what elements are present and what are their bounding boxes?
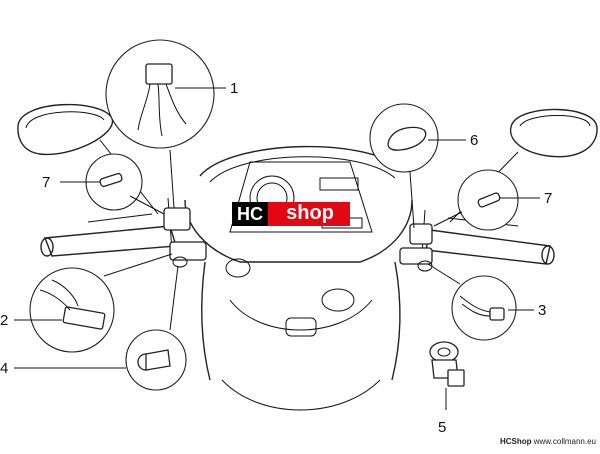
right-switch-housing bbox=[409, 223, 433, 245]
part-4-leader bbox=[169, 265, 179, 331]
part-6-leader bbox=[409, 171, 415, 229]
part-5-ignition: 5 bbox=[429, 341, 465, 436]
logo-hc-text: HC bbox=[232, 202, 268, 226]
part-7-left-leader bbox=[129, 195, 165, 215]
legshield-left bbox=[201, 261, 211, 381]
right-mirror-glass bbox=[519, 115, 591, 127]
central-emblem bbox=[285, 317, 317, 337]
part-3-plug bbox=[489, 307, 505, 321]
headlight-housing bbox=[184, 199, 413, 263]
part-4-socket: 4 bbox=[0, 265, 187, 391]
left-switch-lower bbox=[169, 241, 207, 261]
floor-contour bbox=[221, 379, 381, 411]
part-1-detail-circle bbox=[105, 39, 215, 149]
part-2-switch-body bbox=[62, 306, 106, 330]
part-5-connector bbox=[447, 369, 465, 387]
callout-1: 1 bbox=[230, 80, 238, 97]
part-1-switch: 1 bbox=[105, 39, 238, 209]
left-grip-end bbox=[40, 237, 54, 257]
part-7-left-bulb-body bbox=[99, 172, 123, 188]
right-mirror bbox=[509, 108, 598, 158]
part-3-leader bbox=[427, 263, 461, 285]
footer-url: www.collmann.eu bbox=[533, 437, 596, 446]
part-6-lens-body bbox=[387, 126, 427, 151]
left-grip bbox=[44, 225, 177, 257]
part-1-wire-c bbox=[165, 83, 187, 125]
legshield-contour bbox=[229, 299, 373, 331]
part-2-wire-b bbox=[51, 279, 79, 307]
logo-shop-text: shop bbox=[286, 202, 334, 224]
legshield-right bbox=[391, 261, 401, 381]
part-7-right-leader bbox=[433, 211, 463, 227]
left-mirror bbox=[17, 103, 114, 156]
part-2-wire-a bbox=[39, 289, 71, 311]
callout-3: 3 bbox=[538, 302, 546, 319]
part-2-switch: 2 bbox=[0, 253, 173, 353]
part-3-wire-b bbox=[461, 303, 491, 317]
cowl-inner-outline bbox=[209, 156, 396, 183]
part-3-detail-circle bbox=[451, 275, 517, 341]
part-3-wire-a bbox=[459, 295, 491, 313]
part-4-socket-body bbox=[145, 349, 171, 371]
ignition-recess bbox=[321, 288, 355, 312]
part-7-right-bulb: 7 bbox=[433, 169, 552, 231]
part-6-lens: 6 bbox=[369, 103, 478, 229]
left-brake-lever bbox=[87, 213, 153, 223]
left-switch-housing bbox=[163, 207, 191, 231]
left-switch-button bbox=[172, 256, 188, 268]
scooter-body bbox=[167, 145, 426, 411]
part-5-keyhole bbox=[437, 347, 451, 357]
footer-credit: HCShop www.collmann.eu bbox=[500, 437, 596, 446]
part-1-leader bbox=[169, 149, 175, 209]
part-5-lock-face bbox=[429, 341, 459, 363]
part-1-switch-body bbox=[145, 63, 173, 85]
callout-5: 5 bbox=[438, 419, 446, 436]
right-grip-end bbox=[541, 245, 555, 265]
fuel-cap bbox=[225, 258, 251, 278]
left-mirror-glass bbox=[25, 111, 105, 129]
part-7-right-bulb-body bbox=[477, 192, 501, 208]
part-2-leader bbox=[103, 253, 173, 277]
handlebars bbox=[40, 207, 555, 272]
right-grip bbox=[425, 229, 551, 265]
part-1-wire-a bbox=[137, 83, 151, 131]
callout-7-left: 7 bbox=[42, 174, 50, 191]
part-1-wire-b bbox=[157, 83, 163, 137]
part-3-connector: 3 bbox=[427, 263, 546, 341]
hcshop-logo: HC shop bbox=[232, 202, 350, 226]
part-7-left-bulb: 7 bbox=[42, 153, 165, 215]
callout-7-right: 7 bbox=[544, 190, 552, 207]
display-window bbox=[319, 177, 359, 191]
callout-2: 2 bbox=[0, 312, 8, 329]
right-switch-lower bbox=[399, 247, 433, 265]
footer-brand: HCShop bbox=[499, 437, 532, 446]
callout-6: 6 bbox=[470, 132, 478, 149]
callout-4: 4 bbox=[0, 360, 8, 377]
